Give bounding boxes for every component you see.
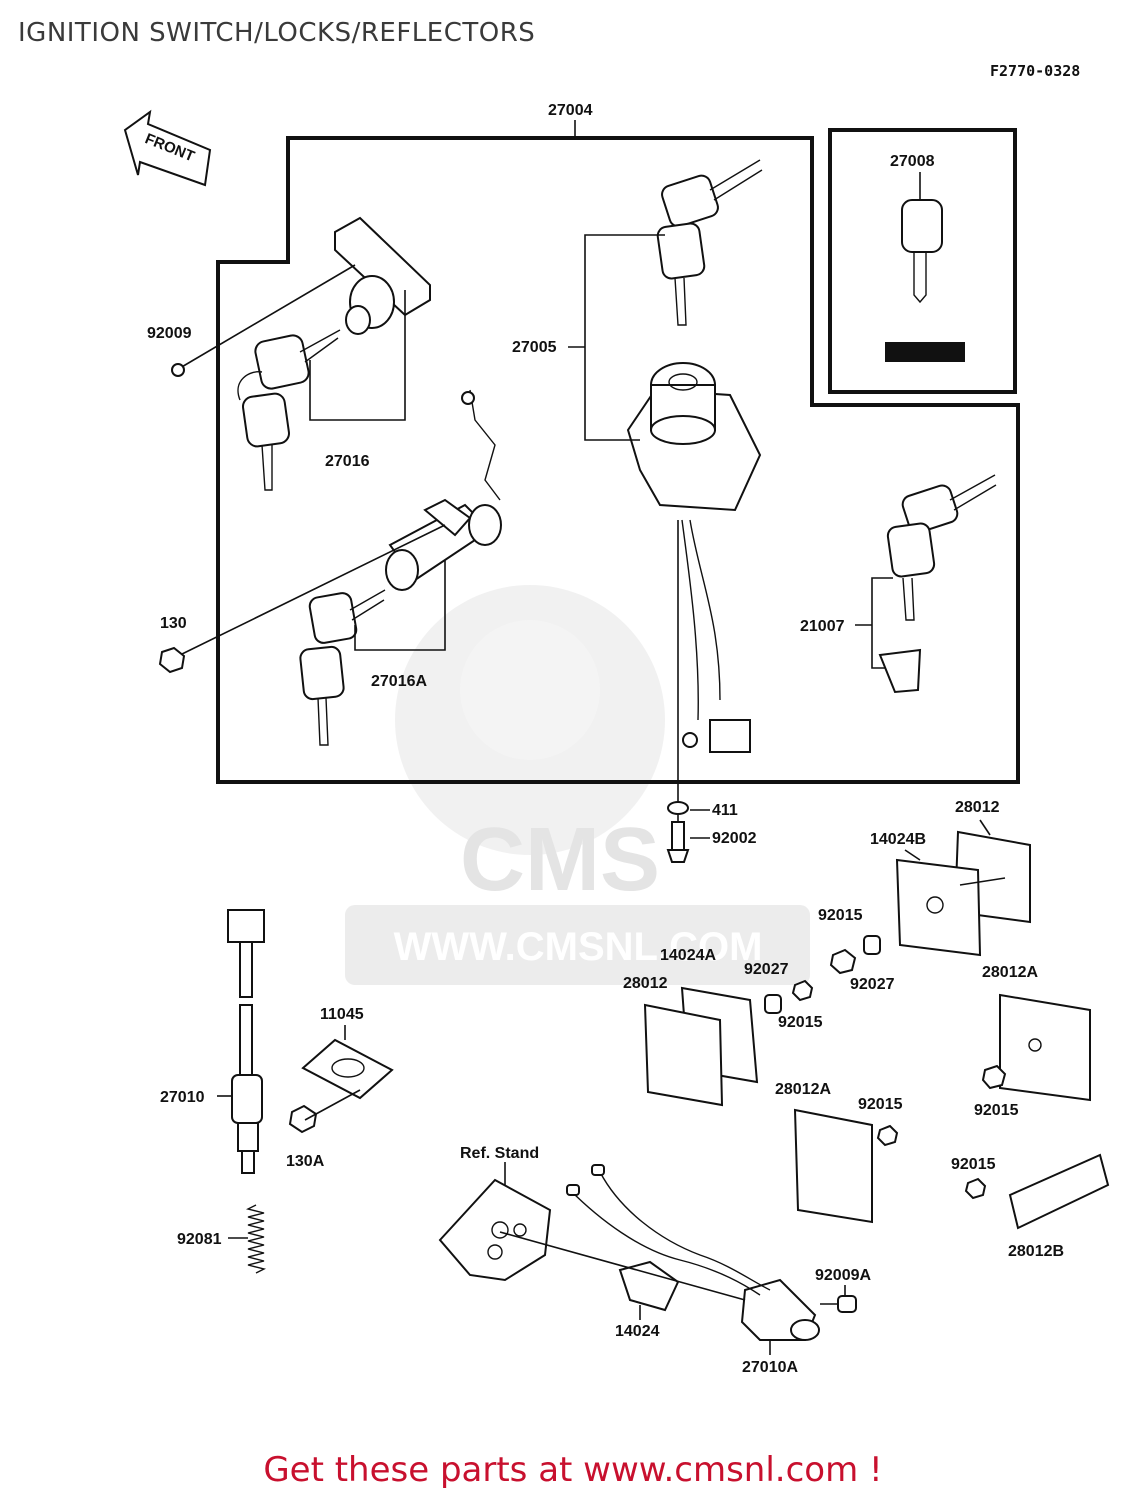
kit-outline-27004 bbox=[216, 136, 1020, 784]
front-arrow-icon: FRONT bbox=[123, 109, 212, 187]
label-28012A-right: 28012A bbox=[982, 964, 1038, 981]
label-14024: 14024 bbox=[615, 1323, 660, 1340]
washer-411 bbox=[667, 801, 689, 815]
label-14024B: 14024B bbox=[870, 831, 926, 848]
key-cap-21007 bbox=[878, 474, 997, 694]
label-28012-left: 28012 bbox=[623, 975, 668, 992]
side-stand-switch-27010A bbox=[740, 1278, 820, 1341]
screw-92009A bbox=[820, 1295, 857, 1313]
reflector-28012B bbox=[1008, 1153, 1110, 1230]
spacer-92027-b bbox=[764, 994, 782, 1014]
label-28012A-mid: 28012A bbox=[775, 1081, 831, 1098]
label-27010: 27010 bbox=[160, 1089, 205, 1106]
kit-outline-27008 bbox=[828, 128, 1017, 394]
screw-92002 bbox=[666, 821, 690, 863]
label-130A: 130A bbox=[286, 1153, 325, 1170]
ignition-switch-27005 bbox=[626, 159, 763, 753]
label-130: 130 bbox=[160, 615, 187, 632]
label-411: 411 bbox=[712, 802, 738, 819]
nut-92015-a bbox=[829, 948, 857, 975]
watermark-text: WWW.CMSNL.COM bbox=[394, 925, 763, 969]
label-92081: 92081 bbox=[177, 1231, 222, 1248]
nut-92015-d bbox=[981, 1064, 1007, 1090]
page-title: IGNITION SWITCH/LOCKS/REFLECTORS bbox=[18, 18, 536, 48]
nut-92015-c bbox=[876, 1124, 899, 1147]
label-28012-top: 28012 bbox=[955, 799, 1000, 816]
label-27016: 27016 bbox=[325, 453, 370, 470]
figure-code: F2770-0328 bbox=[990, 62, 1081, 80]
watermark-logo: CMS bbox=[460, 810, 660, 910]
parts-diagram: CMS WWW.CMSNL.COM FRONT 27004 27008 9200… bbox=[123, 102, 1110, 1376]
bolt-130 bbox=[158, 646, 186, 674]
label-92002: 92002 bbox=[712, 830, 757, 847]
spacer-92027-a bbox=[863, 935, 881, 955]
label-92015-e: 92015 bbox=[951, 1156, 996, 1173]
label-11045: 11045 bbox=[320, 1006, 364, 1023]
spring-92081 bbox=[245, 1204, 267, 1274]
label-ref-stand: Ref. Stand bbox=[460, 1145, 539, 1162]
label-27016A: 27016A bbox=[371, 673, 427, 690]
watermark: CMS WWW.CMSNL.COM bbox=[345, 585, 810, 985]
switch-bracket-14024 bbox=[618, 1260, 680, 1312]
nut-92015-b bbox=[791, 979, 814, 1002]
bolt-130A bbox=[288, 1104, 318, 1134]
label-27005: 27005 bbox=[512, 339, 557, 356]
reflector-bracket-14024B bbox=[895, 858, 1006, 957]
label-27010A: 27010A bbox=[742, 1359, 798, 1376]
reflector-28012A-right bbox=[999, 993, 1091, 1102]
key-27008 bbox=[885, 199, 965, 362]
label-28012B: 28012B bbox=[1008, 1243, 1064, 1260]
footer-link[interactable]: Get these parts at www.cmsnl.com ! bbox=[263, 1450, 883, 1490]
reflector-28012-left bbox=[643, 1003, 724, 1107]
label-14024A: 14024A bbox=[660, 947, 716, 964]
label-92009: 92009 bbox=[147, 325, 192, 342]
reflector-28012A-mid bbox=[793, 1108, 873, 1224]
side-stand-bracket bbox=[438, 1178, 552, 1282]
label-92027-a: 92027 bbox=[850, 976, 895, 993]
helmet-lock-27016 bbox=[237, 216, 431, 491]
bracket-11045 bbox=[301, 1038, 394, 1100]
label-92015-c: 92015 bbox=[858, 1096, 903, 1113]
label-92027-b: 92027 bbox=[744, 961, 789, 978]
seat-lock-27016A bbox=[299, 389, 502, 746]
label-92009A: 92009A bbox=[815, 1267, 871, 1284]
label-21007: 21007 bbox=[800, 618, 845, 635]
label-27004: 27004 bbox=[548, 102, 593, 119]
label-92015-d: 92015 bbox=[974, 1102, 1019, 1119]
nut-92015-e bbox=[964, 1177, 987, 1200]
stop-switch-27010 bbox=[227, 909, 265, 1174]
label-27008: 27008 bbox=[890, 153, 935, 170]
label-92015-b: 92015 bbox=[778, 1014, 823, 1031]
label-92015-a: 92015 bbox=[818, 907, 863, 924]
screw-92009 bbox=[171, 363, 185, 377]
